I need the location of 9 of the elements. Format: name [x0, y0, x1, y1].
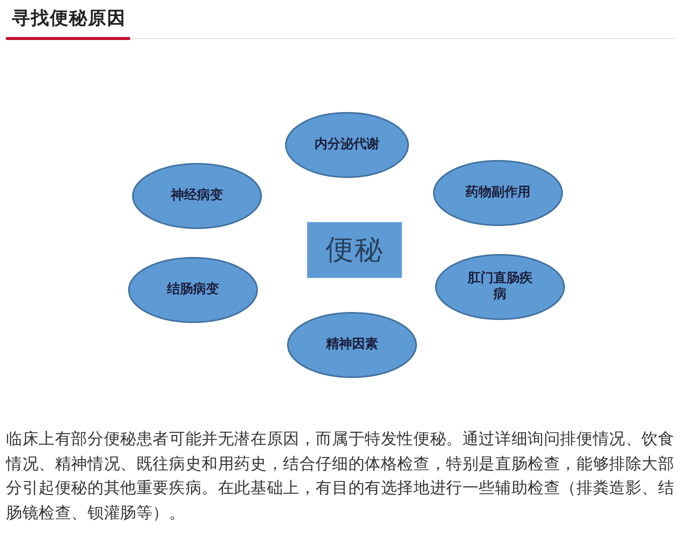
center-box: 便秘: [307, 222, 402, 278]
body-paragraph: 临床上有部分便秘患者可能并无潜在原因，而属于特发性便秘。通过详细询问排便情况、饮食情况、精神情况、既往病史和用药史，结合仔细的体格检查，特别是直肠检查，能够排除大部分引起便秘的其他重要疾病。在此基础上，有目的有选择地进行一些辅助检查（排粪造影、结肠镜检查、钡灌肠等）。: [6, 428, 676, 524]
oval-node: 结肠病变: [128, 257, 258, 323]
oval-node: 肛门直肠疾病: [435, 254, 565, 320]
oval-node: 神经病变: [132, 163, 262, 229]
oval-node: 内分泌代谢: [285, 112, 409, 178]
oval-node: 药物副作用: [433, 160, 563, 226]
oval-node: 精神因素: [287, 312, 417, 378]
section-title: 寻找便秘原因: [12, 8, 126, 30]
